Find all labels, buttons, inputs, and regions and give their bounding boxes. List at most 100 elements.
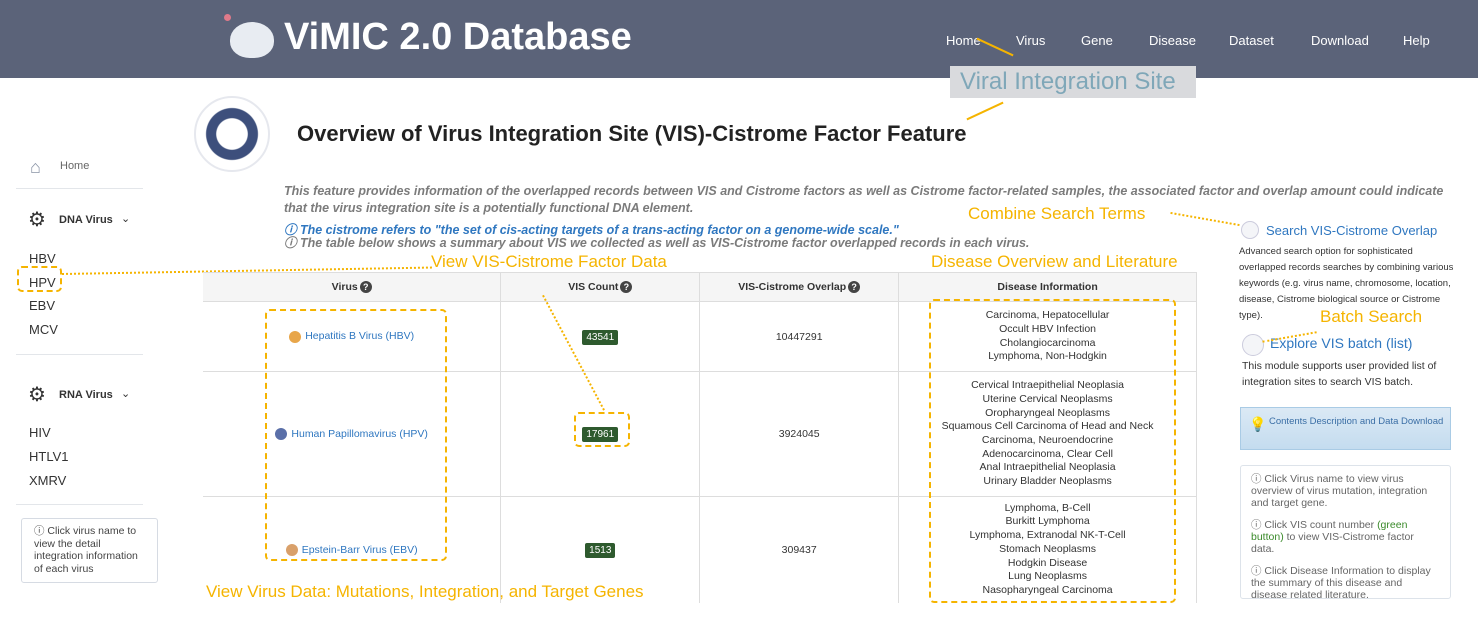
download-label: Contents Description and Data Download bbox=[1269, 416, 1444, 427]
annotation-hpv-box bbox=[17, 266, 62, 292]
summary-table: Virus? VIS Count? VIS-Cistrome Overlap? … bbox=[203, 272, 1197, 603]
annotation-viral-site: Viral Integration Site bbox=[960, 68, 1176, 95]
disease-link[interactable]: Uterine Cervical Neoplasms bbox=[982, 392, 1113, 405]
sidebar-hiv[interactable]: HIV bbox=[29, 425, 51, 440]
ebv-icon bbox=[285, 543, 298, 556]
sidebar-htlv1[interactable]: HTLV1 bbox=[29, 449, 69, 464]
sidebar-ebv[interactable]: EBV bbox=[29, 298, 56, 313]
nav-virus[interactable]: Virus bbox=[1016, 33, 1046, 48]
disease-link[interactable]: Hodgkin Disease bbox=[1007, 556, 1088, 569]
help-item: ⓘ Click VIS count number (green button) … bbox=[1251, 519, 1414, 555]
chevron-down-icon[interactable]: ⌄ bbox=[121, 213, 131, 225]
table-note: ⓘ The table below shows a summary about … bbox=[284, 236, 1030, 250]
sidebar-hbv[interactable]: HBV bbox=[29, 251, 56, 266]
table-row: Human Papillomavirus (HPV) 17961 3924045… bbox=[203, 371, 1197, 497]
search-overlap-link[interactable]: Search VIS-Cistrome Overlap bbox=[1266, 223, 1438, 238]
nav-help[interactable]: Help bbox=[1403, 33, 1430, 48]
lightbulb-icon: 💡 bbox=[1249, 416, 1267, 432]
download-button[interactable]: 💡Contents Description and Data Download bbox=[1240, 407, 1451, 450]
logo-dot bbox=[224, 14, 231, 21]
header-virus: Virus? bbox=[203, 272, 502, 302]
table-row: Epstein-Barr Virus (EBV) 1513 309437 Lym… bbox=[203, 496, 1197, 603]
disease-link[interactable]: Burkitt Lymphoma bbox=[1005, 515, 1090, 528]
chevron-down-icon[interactable]: ⌄ bbox=[121, 388, 131, 400]
overlap-value: 10447291 bbox=[699, 301, 900, 372]
vis-count-button[interactable]: 1513 bbox=[585, 542, 616, 558]
annotation-disease-box bbox=[929, 299, 1176, 603]
overlap-value: 3924045 bbox=[699, 371, 900, 497]
hbv-icon bbox=[289, 330, 302, 343]
help-item: ⓘ Click Virus name to view virus overvie… bbox=[1251, 473, 1428, 509]
logo-icon bbox=[230, 22, 274, 58]
nav-dataset[interactable]: Dataset bbox=[1229, 33, 1274, 48]
disease-link[interactable]: Cholangiocarcinoma bbox=[999, 336, 1096, 349]
annotation-arrow bbox=[966, 101, 1004, 121]
annotation-view-virus: View Virus Data: Mutations, Integration,… bbox=[206, 582, 644, 601]
virus-link[interactable]: Hepatitis B Virus (HBV) bbox=[305, 330, 415, 343]
disease-link[interactable]: Carcinoma, Hepatocellular bbox=[985, 309, 1110, 322]
annotation-disease-lit: Disease Overview and Literature bbox=[931, 252, 1178, 271]
sidebar-help-text: Click virus name to view the detail inte… bbox=[34, 525, 138, 575]
nav-download[interactable]: Download bbox=[1311, 33, 1369, 48]
help-box: ⓘ Click Virus name to view virus overvie… bbox=[1240, 465, 1451, 601]
batch-link[interactable]: Explore VIS batch (list) bbox=[1270, 335, 1413, 351]
help-item: ⓘ Click Disease Information to display t… bbox=[1251, 565, 1431, 601]
brand-title[interactable]: ViMIC 2.0 Database bbox=[284, 16, 632, 58]
intro-text: This feature provides information of the… bbox=[284, 184, 1444, 215]
annotation-combine: Combine Search Terms bbox=[968, 204, 1146, 223]
gear-icon: ⚙ bbox=[28, 384, 46, 406]
disease-link[interactable]: Lymphoma, Extranodal NK-T-Cell bbox=[969, 529, 1126, 542]
disease-link[interactable]: Stomach Neoplasms bbox=[999, 542, 1096, 555]
vis-count-button[interactable]: 17961 bbox=[582, 427, 619, 442]
virus-link[interactable]: Epstein-Barr Virus (EBV) bbox=[301, 543, 418, 556]
header-vis-count: VIS Count? bbox=[500, 272, 701, 302]
disease-link[interactable]: Anal Intraepithelial Neoplasia bbox=[979, 461, 1116, 474]
disease-link[interactable]: Adenocarcinoma, Clear Cell bbox=[982, 447, 1113, 460]
table-row: Hepatitis B Virus (HBV) 43541 10447291 C… bbox=[203, 301, 1197, 372]
help-icon: ? bbox=[359, 281, 372, 293]
sidebar-hpv[interactable]: HPV bbox=[29, 275, 56, 290]
header-disease: Disease Information bbox=[898, 272, 1197, 302]
nav-gene[interactable]: Gene bbox=[1081, 33, 1113, 48]
sidebar-home[interactable]: Home bbox=[60, 160, 90, 172]
annotation-count-box bbox=[574, 412, 630, 447]
disease-link[interactable]: Carcinoma, Neuroendocrine bbox=[981, 434, 1114, 446]
gear-icon: ⚙ bbox=[28, 209, 46, 231]
annotation-batch: Batch Search bbox=[1320, 307, 1423, 326]
annotation-box bbox=[950, 66, 1196, 98]
disease-link[interactable]: Nasopharyngeal Carcinoma bbox=[982, 584, 1113, 596]
disease-link[interactable]: Urinary Bladder Neoplasms bbox=[983, 475, 1112, 488]
vis-count-button[interactable]: 43541 bbox=[582, 329, 619, 345]
divider bbox=[16, 188, 143, 189]
search-description: Advanced search option for sophisticated… bbox=[1239, 246, 1454, 321]
annotation-virus-box bbox=[265, 309, 447, 561]
disease-link[interactable]: Lymphoma, Non-Hodgkin bbox=[988, 350, 1107, 363]
dna-group-toggle[interactable]: DNA Virus bbox=[59, 214, 113, 226]
hpv-icon bbox=[275, 428, 288, 441]
help-icon: ? bbox=[620, 281, 633, 293]
disease-link[interactable]: Cervical Intraepithelial Neoplasia bbox=[971, 379, 1125, 392]
overlap-value: 309437 bbox=[699, 496, 900, 603]
search-icon bbox=[1241, 221, 1259, 239]
nav-home[interactable]: Home bbox=[946, 33, 981, 48]
annotation-view-factor: View VIS-Cistrome Factor Data bbox=[431, 252, 667, 271]
disease-link[interactable]: Lung Neoplasms bbox=[1008, 570, 1087, 583]
rna-group-toggle[interactable]: RNA Virus bbox=[59, 389, 113, 401]
search-icon bbox=[1242, 334, 1264, 356]
home-icon: ⌂ bbox=[30, 157, 41, 177]
divider bbox=[16, 354, 143, 355]
disease-link[interactable]: Lymphoma, B-Cell bbox=[1004, 501, 1091, 514]
disease-link[interactable]: Squamous Cell Carcinoma of Head and Neck bbox=[941, 420, 1154, 433]
nav-disease[interactable]: Disease bbox=[1149, 33, 1196, 48]
table-note-text: The table below shows a summary about VI… bbox=[299, 236, 1030, 250]
sidebar-xmrv[interactable]: XMRV bbox=[29, 473, 67, 488]
disease-link[interactable]: Oropharyngeal Neoplasms bbox=[985, 406, 1111, 419]
disease-link[interactable]: Occult HBV Infection bbox=[999, 322, 1096, 335]
page-title: Overview of Virus Integration Site (VIS)… bbox=[297, 121, 967, 146]
virus-logo-icon bbox=[194, 96, 270, 172]
divider bbox=[16, 504, 143, 505]
sidebar-mcv[interactable]: MCV bbox=[29, 322, 58, 337]
virus-link[interactable]: Human Papillomavirus (HPV) bbox=[291, 427, 428, 440]
